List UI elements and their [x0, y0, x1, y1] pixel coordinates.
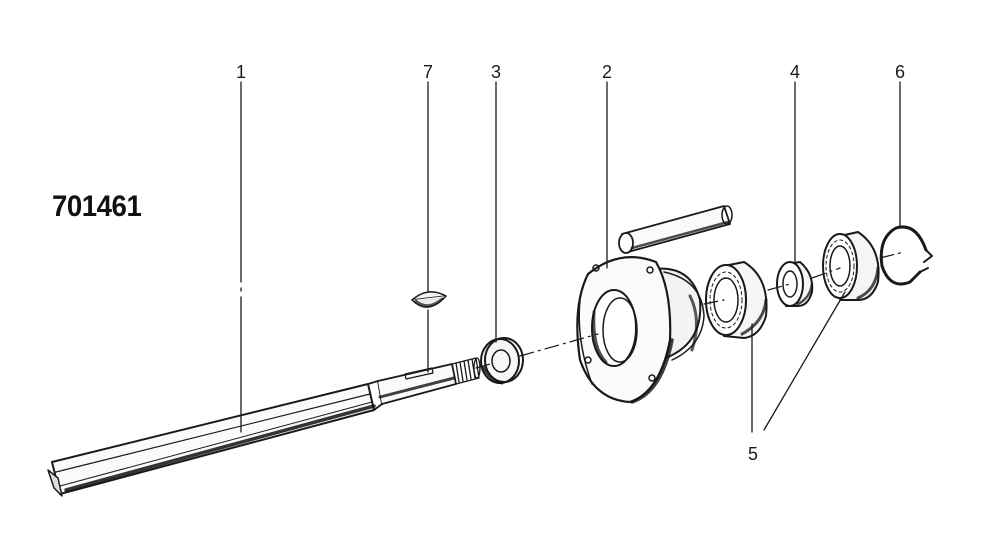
- ball-bearing-2: [822, 231, 880, 301]
- spacer-ring: [776, 261, 814, 307]
- callout-1: 1: [236, 62, 246, 82]
- callout-3: 3: [491, 62, 501, 82]
- flange-hub: [576, 256, 705, 404]
- washer: [480, 337, 524, 385]
- leader-lines: [240, 81, 901, 433]
- callout-4: 4: [790, 62, 800, 82]
- woodruff-key: [411, 291, 447, 308]
- locating-pin: [618, 205, 733, 254]
- callout-5: 5: [748, 444, 758, 464]
- drawing-number: 701461: [52, 190, 142, 223]
- assembly-axis: [475, 251, 905, 369]
- circlip: [879, 225, 933, 286]
- ball-bearing-1: [705, 261, 768, 339]
- callout-6: 6: [895, 62, 905, 82]
- callout-7: 7: [423, 62, 433, 82]
- callout-2: 2: [602, 62, 612, 82]
- shaft: [47, 357, 481, 497]
